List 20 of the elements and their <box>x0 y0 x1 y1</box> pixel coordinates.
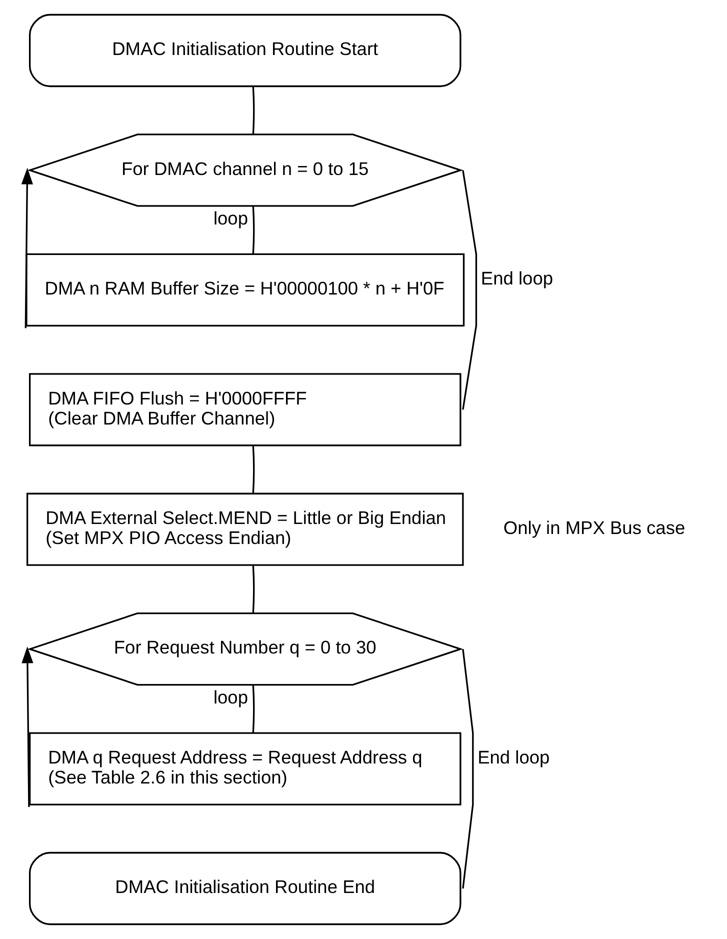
edge-label: loop <box>212 686 248 708</box>
arrow <box>20 168 32 328</box>
node-box: DMA External Select.MEND = Little or Big Endian (Set MPX PIO Access Endian) <box>26 492 464 566</box>
node-box: DMAC Initialisation Routine End <box>28 852 461 926</box>
connector <box>462 170 477 410</box>
node-box: DMA n RAM Buffer Size = H'00000100 * n + H'0F <box>25 253 464 327</box>
connector <box>252 446 254 494</box>
node-label: Only in MPX Bus case <box>502 517 685 538</box>
node-box: DMAC Initialisation Routine Start <box>28 14 461 88</box>
connector <box>252 206 254 254</box>
node-box: DMA q Request Address = Request Address q (See Table 2.6 in this section) <box>28 732 461 806</box>
connector <box>462 648 474 889</box>
node-box: DMA FIFO Flush = H'0000FFFF (Clear DMA Buffer Channel) <box>28 373 461 446</box>
edge-label: End loop <box>480 268 553 289</box>
edge-label: loop <box>212 208 248 229</box>
edge-label: End loop <box>477 746 550 768</box>
connector <box>252 86 254 134</box>
arrow <box>21 646 33 808</box>
connector <box>252 684 254 733</box>
connector <box>252 565 254 613</box>
